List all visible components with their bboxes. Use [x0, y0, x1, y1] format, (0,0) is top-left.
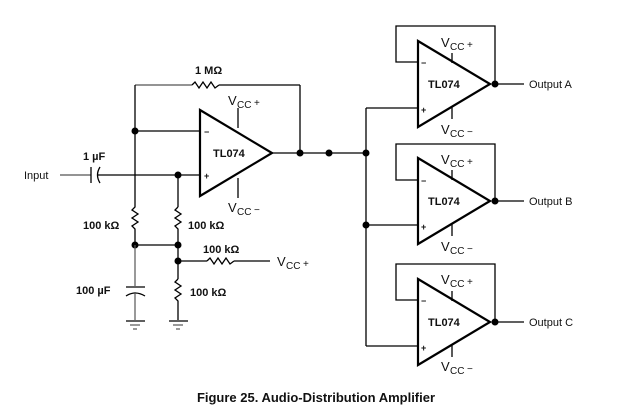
- opamp-u1: [198, 108, 275, 198]
- opamp-u2: [366, 25, 524, 129]
- u3-inv-sign: −: [421, 176, 426, 186]
- resistor-to-vcc-label: 100 kΩ: [203, 244, 240, 256]
- svg-text:V: V: [277, 254, 286, 269]
- u4-noninv-sign: +: [421, 343, 426, 353]
- u3-noninv-sign: +: [421, 222, 426, 232]
- svg-text:V: V: [228, 93, 237, 108]
- opamp-u4: [366, 263, 524, 367]
- svg-text:+: +: [303, 259, 309, 270]
- svg-text:CC: CC: [450, 42, 464, 53]
- resistor-to-vcc: [206, 256, 235, 266]
- u1-inv-sign: −: [204, 127, 209, 137]
- output-a-label: Output A: [529, 79, 572, 91]
- u1-noninv-sign: +: [204, 171, 209, 181]
- junction-dot: [296, 149, 304, 157]
- output-c-label: Output C: [529, 317, 573, 329]
- svg-text:+: +: [467, 157, 473, 168]
- svg-text:+: +: [467, 40, 473, 51]
- svg-text:−: −: [467, 364, 473, 375]
- junction-dot: [325, 149, 333, 157]
- input-capacitor: [90, 166, 101, 184]
- svg-text:CC: CC: [237, 207, 251, 218]
- svg-text:CC: CC: [237, 100, 251, 111]
- u1-part-label: TL074: [213, 148, 246, 160]
- svg-text:V: V: [441, 239, 450, 254]
- svg-text:−: −: [467, 244, 473, 255]
- junction-dot: [131, 127, 139, 135]
- resistor-bottom-label: 100 kΩ: [190, 287, 227, 299]
- svg-text:V: V: [441, 152, 450, 167]
- ground-icon: [169, 320, 188, 330]
- u2-noninv-sign: +: [421, 105, 426, 115]
- resistor-inv-ground-label: 100 kΩ: [83, 220, 120, 232]
- svg-text:CC: CC: [286, 261, 300, 272]
- output-b-label: Output B: [529, 196, 572, 208]
- figure-caption: Figure 25. Audio-Distribution Amplifier: [197, 390, 435, 405]
- junction-dot: [362, 149, 370, 157]
- svg-text:CC: CC: [450, 129, 464, 140]
- resistor-noninv-bias: [173, 206, 183, 245]
- svg-text:V: V: [441, 35, 450, 50]
- u2-inv-sign: −: [421, 58, 426, 68]
- svg-text:V: V: [441, 272, 450, 287]
- input-capacitor-label: 1 µF: [83, 151, 106, 163]
- u3-part-label: TL074: [428, 196, 461, 208]
- u4-inv-sign: −: [421, 296, 426, 306]
- bypass-capacitor-label: 100 µF: [76, 285, 111, 297]
- svg-text:V: V: [441, 359, 450, 374]
- resistor-noninv-bias-label: 100 kΩ: [188, 220, 225, 232]
- opamp-u3: [366, 143, 524, 246]
- input-label: Input: [24, 170, 48, 182]
- svg-text:+: +: [467, 277, 473, 288]
- u4-part-label: TL074: [428, 317, 461, 329]
- svg-text:−: −: [467, 127, 473, 138]
- resistor-bottom: [173, 278, 183, 320]
- feedback-resistor: [191, 80, 220, 90]
- svg-text:CC: CC: [450, 279, 464, 290]
- svg-text:V: V: [228, 200, 237, 215]
- feedback-resistor-label: 1 MΩ: [195, 65, 222, 77]
- svg-text:−: −: [254, 205, 260, 216]
- u2-part-label: TL074: [428, 79, 461, 91]
- svg-text:CC: CC: [450, 246, 464, 257]
- svg-text:CC: CC: [450, 366, 464, 377]
- svg-text:CC: CC: [450, 159, 464, 170]
- svg-text:+: +: [254, 98, 260, 109]
- ground-icon: [126, 320, 145, 330]
- resistor-inv-ground: [130, 205, 140, 245]
- svg-text:V: V: [441, 122, 450, 137]
